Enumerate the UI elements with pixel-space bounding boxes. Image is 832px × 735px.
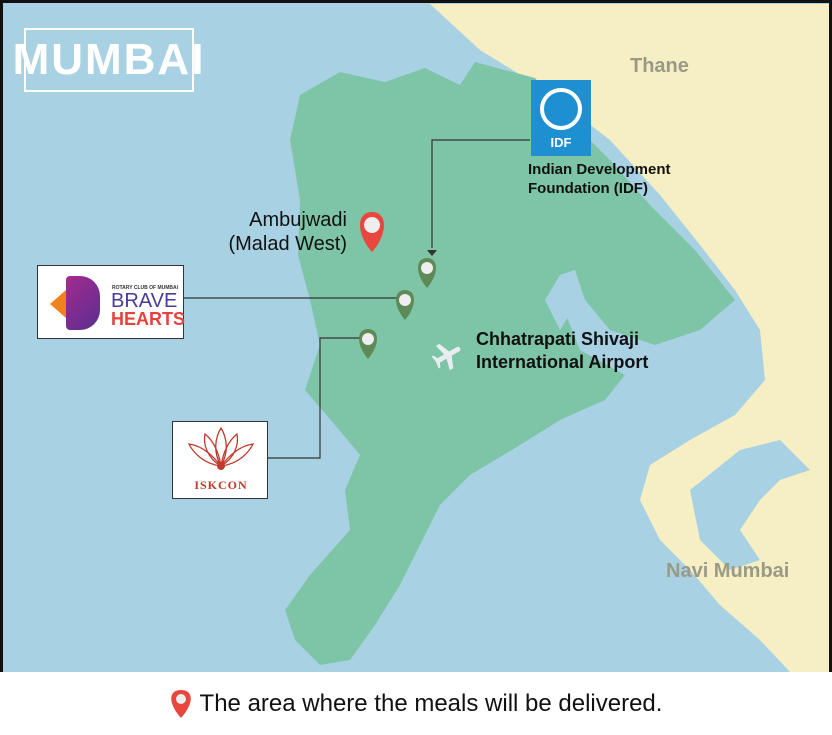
lotus-icon [187, 426, 255, 470]
idf-leader-line [431, 139, 530, 248]
legend-text: The area where the meals will be deliver… [199, 689, 663, 717]
idf-logo: IDF [531, 80, 591, 156]
airplane-icon [431, 343, 461, 371]
idf-logo-text: IDF [550, 135, 572, 150]
idf-name-line1: Indian Development [528, 161, 671, 178]
idf-label: Indian Development Foundation (IDF) [528, 160, 671, 198]
iskcon-logo-text: ISKCON [194, 478, 248, 492]
map-title: MUMBAI [13, 28, 203, 92]
map-pin-green-icon[interactable] [396, 290, 414, 320]
map-pin-green-icon[interactable] [418, 258, 436, 288]
map-pin-red-icon[interactable] [360, 212, 384, 252]
brave-hearts-subtitle: ROTARY CLUB OF MUMBAI [112, 285, 179, 291]
brave-hearts-logo: ROTARY CLUB OF MUMBAI BRAVE HEARTS [37, 265, 186, 339]
airport-name-line1: Chhatrapati Shivaji [476, 329, 640, 349]
creek [545, 270, 575, 330]
mumbai-island [285, 62, 735, 665]
iskcon-leader-line [267, 337, 360, 459]
region-thane: Thane [630, 55, 689, 77]
brave-hearts-line2: HEARTS [111, 309, 186, 329]
brave-hearts-b-icon [66, 276, 100, 330]
delivery-area-label: Ambujwadi (Malad West) [212, 208, 347, 256]
brave-hearts-line1: BRAVE [111, 290, 178, 312]
region-navi-mumbai: Navi Mumbai [666, 560, 790, 582]
map-pin-green-icon[interactable] [359, 329, 377, 359]
map-pin-red-icon [170, 689, 191, 718]
airport-name-line2: International Airport [476, 352, 649, 372]
brave-hearts-wedge-icon [50, 290, 66, 318]
delivery-area-locality: (Malad West) [228, 233, 347, 255]
bay-inlet [690, 440, 810, 570]
idf-name-line2: Foundation (IDF) [528, 180, 648, 197]
airport-label: Chhatrapati Shivaji International Airpor… [476, 328, 648, 374]
legend: The area where the meals will be deliver… [0, 672, 832, 735]
delivery-area-name: Ambujwadi [249, 209, 347, 231]
iskcon-logo: ISKCON [172, 421, 268, 499]
idf-ring-icon [540, 88, 582, 130]
